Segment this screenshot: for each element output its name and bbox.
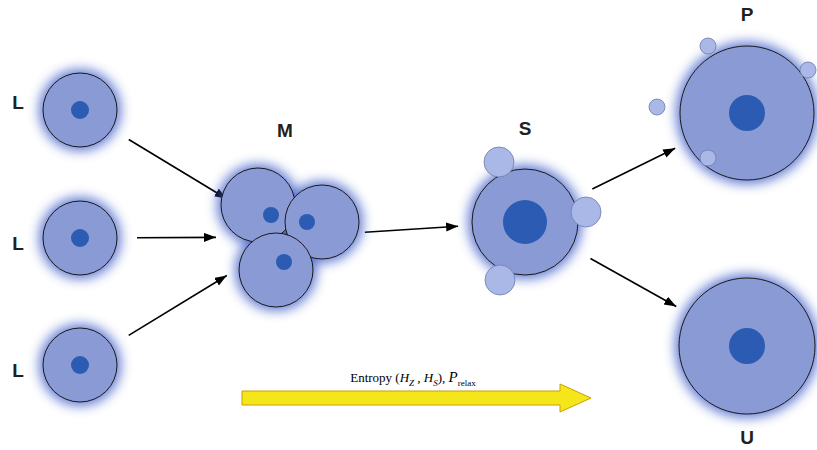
particle-body — [43, 201, 117, 275]
particle-body — [679, 278, 815, 414]
particle-node: L — [43, 328, 117, 402]
particle-body — [43, 328, 117, 402]
particle-core — [71, 356, 89, 374]
entropy-label-part: H — [424, 370, 433, 385]
particle-node: M — [220, 166, 360, 308]
flow-arrow — [592, 148, 675, 189]
particle-node: U — [679, 278, 815, 414]
particle-core — [729, 328, 765, 364]
particle-core — [71, 101, 89, 119]
flow-arrow — [137, 237, 216, 239]
node-letter: U — [740, 428, 754, 447]
node-letter: M — [277, 121, 293, 140]
particle-node: S — [472, 169, 578, 275]
particle-shape — [43, 201, 117, 275]
node-letter: L — [12, 234, 24, 253]
entropy-arrow — [242, 384, 591, 412]
satellite-particle — [700, 150, 716, 166]
particle-body — [472, 169, 578, 275]
entropy-label: Entropy (HZ , HS), Prelax — [350, 368, 476, 388]
entropy-label-part: S — [433, 377, 438, 387]
particle-core — [729, 95, 765, 131]
particle-node: P — [680, 46, 814, 180]
particle-shape — [472, 169, 578, 275]
particle-core — [263, 207, 279, 223]
particle-shape — [220, 166, 360, 308]
particle-shape — [679, 278, 815, 414]
satellite-particle — [700, 38, 716, 54]
entropy-label-part: , — [414, 370, 424, 385]
entropy-label-part: Z — [409, 377, 414, 387]
node-letter: L — [12, 93, 24, 112]
satellite-particle — [649, 99, 665, 115]
particle-node: L — [43, 73, 117, 147]
satellite-particle — [485, 265, 515, 295]
particle-body — [239, 233, 313, 307]
particle-shape — [680, 46, 814, 180]
flow-arrow — [365, 226, 458, 232]
particle-body — [43, 73, 117, 147]
node-letter: P — [741, 5, 754, 24]
particle-body — [221, 168, 295, 242]
flow-arrow — [129, 276, 227, 336]
entropy-label-part: P — [449, 369, 458, 385]
particle-core — [299, 214, 315, 230]
satellite-particle — [571, 197, 601, 227]
particle-core — [71, 229, 89, 247]
entropy-label-part: relax — [458, 377, 476, 387]
entropy-label-part: ), — [438, 370, 449, 385]
flow-arrow — [590, 259, 676, 307]
satellite-particle — [484, 147, 514, 177]
flow-arrow — [129, 139, 227, 198]
particle-shape — [43, 328, 117, 402]
particle-body — [680, 46, 814, 180]
entropy-label-part: Entropy ( — [350, 370, 399, 385]
particle-core — [503, 200, 547, 244]
particle-shape — [43, 73, 117, 147]
particle-core — [276, 254, 292, 270]
particle-node: L — [43, 201, 117, 275]
node-letter: S — [519, 119, 532, 138]
entropy-label-part: H — [400, 370, 409, 385]
node-letter: L — [12, 361, 24, 380]
satellite-particle — [800, 62, 816, 78]
